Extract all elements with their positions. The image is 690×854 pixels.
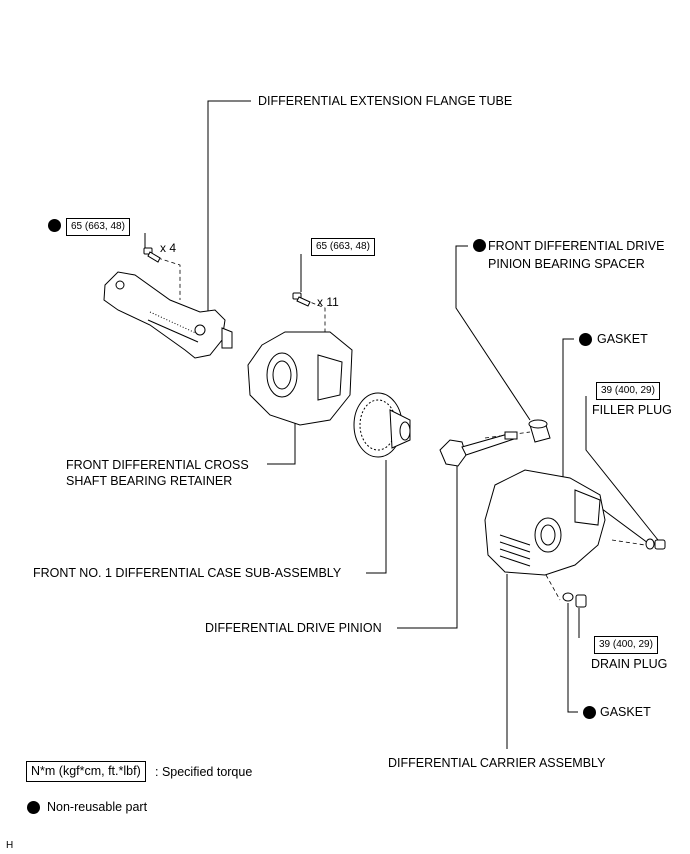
label-bearing-spacer-line1: FRONT DIFFERENTIAL DRIVE xyxy=(488,239,665,253)
leader-gasket-top xyxy=(562,338,649,544)
filler-plug-part xyxy=(645,538,666,550)
flange-tube-bolt xyxy=(143,247,161,263)
label-bearing-spacer-line2: PINION BEARING SPACER xyxy=(488,257,645,271)
qty-retainer-bolts: x 11 xyxy=(317,295,339,309)
leader-gasket-bottom xyxy=(567,603,578,713)
leader-ext-flange-tube xyxy=(207,100,251,320)
torque-flange-tube-bolts: 65 (663, 48) xyxy=(66,218,130,236)
legend-torque-unit: N*m (kgf*cm, ft.*lbf) xyxy=(26,761,146,782)
drive-pinion-part xyxy=(439,431,518,467)
label-filler-plug: FILLER PLUG xyxy=(592,403,672,417)
label-drain-plug: DRAIN PLUG xyxy=(591,657,668,671)
legend-non-reusable-text: Non-reusable part xyxy=(47,800,148,814)
label-cross-shaft-line1: FRONT DIFFERENTIAL CROSS xyxy=(66,458,249,472)
leader-case-sub xyxy=(366,460,387,574)
leader-cross-shaft xyxy=(267,420,296,465)
footer-code: H xyxy=(6,840,14,851)
retainer-bolt xyxy=(292,292,311,307)
non-reusable-marker-icon xyxy=(48,219,61,232)
qty-flange-tube-bolts: x 4 xyxy=(160,241,177,255)
torque-filler-plug: 39 (400, 29) xyxy=(596,382,660,400)
label-carrier-assembly: DIFFERENTIAL CARRIER ASSEMBLY xyxy=(388,756,606,770)
legend-non-reusable-icon xyxy=(27,801,40,814)
label-ext-flange-tube: DIFFERENTIAL EXTENSION FLANGE TUBE xyxy=(258,94,513,108)
non-reusable-marker-icon xyxy=(579,333,592,346)
label-cross-shaft-line2: SHAFT BEARING RETAINER xyxy=(66,474,233,488)
bearing-retainer-part xyxy=(247,331,353,426)
non-reusable-marker-icon xyxy=(473,239,486,252)
label-drive-pinion: DIFFERENTIAL DRIVE PINION xyxy=(205,621,382,635)
leader-bearing-spacer xyxy=(455,245,531,421)
label-case-sub-assembly: FRONT NO. 1 DIFFERENTIAL CASE SUB-ASSEMB… xyxy=(33,566,342,580)
flange-tube-part xyxy=(103,271,233,359)
carrier-assembly-part xyxy=(484,469,606,576)
leader-drive-pinion xyxy=(397,462,458,629)
label-gasket-top: GASKET xyxy=(597,332,648,346)
bearing-spacer-part xyxy=(528,419,551,443)
torque-drain-plug: 39 (400, 29) xyxy=(594,636,658,654)
drain-plug-part xyxy=(562,592,587,608)
differential-case-part xyxy=(353,392,411,458)
non-reusable-marker-icon xyxy=(583,706,596,719)
torque-retainer-bolts: 65 (663, 48) xyxy=(311,238,375,256)
legend-torque-desc: : Specified torque xyxy=(155,765,253,779)
leader-filler-plug xyxy=(585,396,659,541)
label-gasket-bottom: GASKET xyxy=(600,705,651,719)
